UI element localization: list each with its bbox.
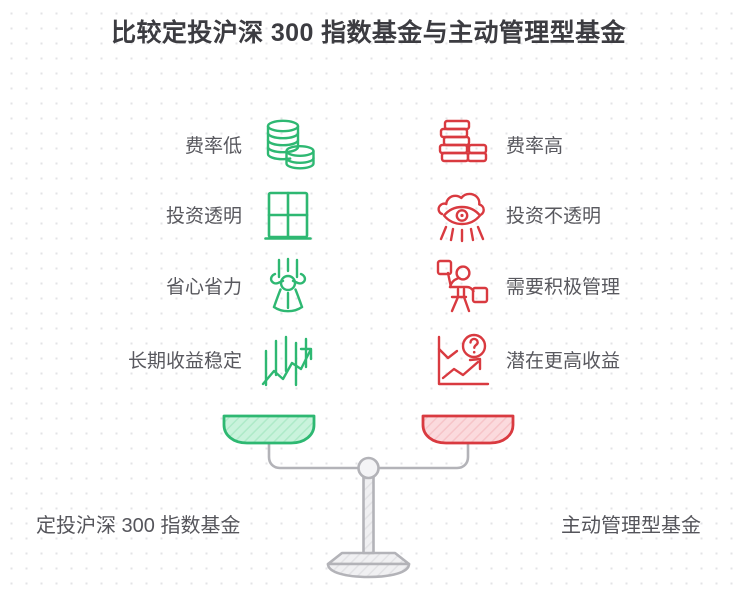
relaxed-person-icon	[256, 255, 320, 319]
balance-scale	[0, 398, 737, 589]
feature-label: 投资透明	[165, 205, 242, 227]
busy-person-icon	[430, 255, 494, 319]
scale-pivot	[357, 456, 380, 480]
scale-pan-right	[421, 414, 515, 445]
feature-label: 费率低	[184, 135, 242, 157]
feature-label: 长期收益稳定	[127, 350, 242, 372]
scale-post	[362, 470, 375, 555]
cloud-eye-icon	[430, 184, 494, 248]
feature-label: 投资不透明	[506, 205, 602, 227]
feature-row-left-4: 长期收益稳定	[58, 327, 320, 395]
window-panes-icon	[256, 184, 320, 248]
feature-row-right-2: 投资不透明	[430, 182, 700, 250]
uncertain-growth-chart-icon	[430, 329, 494, 393]
feature-row-right-1: 费率高	[430, 112, 700, 180]
scale-pan-left	[222, 414, 316, 445]
feature-row-left-2: 投资透明	[58, 182, 320, 250]
feature-label: 需要积极管理	[506, 276, 621, 298]
coin-stack-icon	[430, 114, 494, 178]
coin-stack-icon	[256, 114, 320, 178]
bottom-label-active-fund: 主动管理型基金	[561, 515, 701, 537]
scale-base	[326, 551, 411, 579]
page-title: 比较定投沪深 300 指数基金与主动管理型基金	[0, 18, 737, 49]
feature-row-right-4: 潜在更高收益	[430, 327, 700, 395]
feature-label: 费率高	[506, 135, 564, 157]
feature-label: 潜在更高收益	[506, 350, 621, 372]
steady-growth-chart-icon	[256, 329, 320, 393]
bottom-label-index-fund: 定投沪深 300 指数基金	[36, 515, 241, 537]
title-text: 比较定投沪深 300 指数基金与主动管理型基金	[111, 19, 626, 47]
feature-row-left-3: 省心省力	[58, 253, 320, 321]
feature-label: 省心省力	[165, 276, 242, 298]
feature-row-right-3: 需要积极管理	[430, 253, 700, 321]
feature-row-left-1: 费率低	[58, 112, 320, 180]
